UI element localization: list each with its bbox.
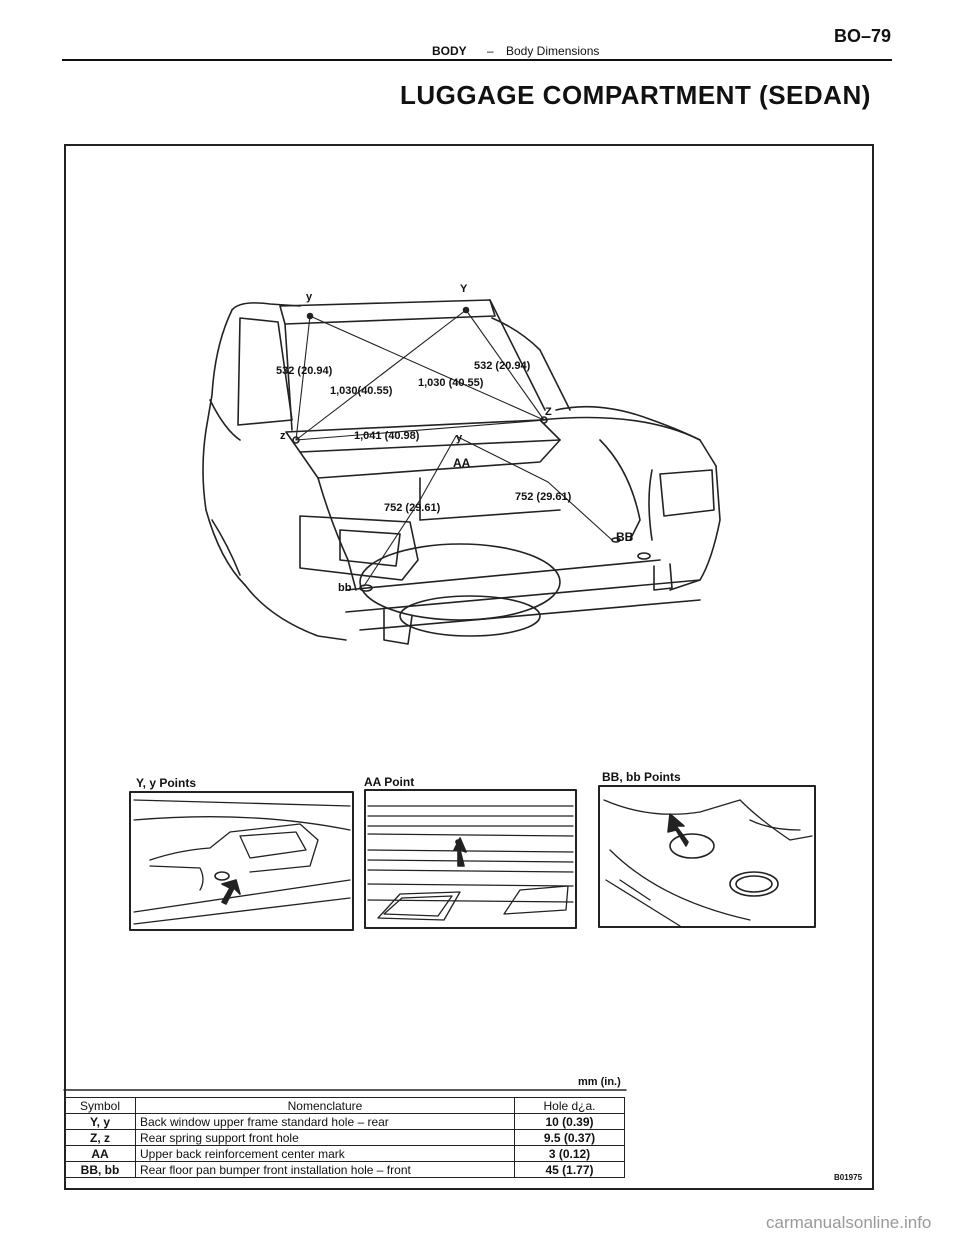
point-label-aa-y: y bbox=[456, 432, 463, 444]
dimension-532-left: 532 (20.94) bbox=[276, 365, 333, 377]
cell-nomenclature: Rear spring support front hole bbox=[135, 1129, 515, 1146]
point-label-BB: BB bbox=[616, 530, 634, 544]
point-label-Y: Y bbox=[460, 283, 468, 295]
figure-ref-code: B01975 bbox=[834, 1173, 863, 1182]
inset-title-bb: BB, bb Points bbox=[602, 770, 681, 784]
table-row: AA Upper back reinforcement center mark … bbox=[64, 1145, 625, 1162]
inset-title-yy: Y, y Points bbox=[136, 776, 197, 790]
dimension-1041: 1,041 (40.98) bbox=[354, 430, 420, 442]
page-title: LUGGAGE COMPARTMENT (SEDAN) bbox=[400, 80, 871, 110]
point-label-Z: Z bbox=[545, 406, 552, 418]
point-label-AA: AA bbox=[453, 456, 471, 470]
watermark-link[interactable]: carmanualsonline.info bbox=[766, 1213, 932, 1232]
inset-title-aa: AA Point bbox=[364, 775, 415, 789]
dimension-752-right: 752 (29.61) bbox=[515, 491, 572, 503]
point-label-y: y bbox=[306, 291, 313, 303]
point-label-bb: bb bbox=[338, 582, 352, 594]
table-row: Z, z Rear spring support front hole 9.5 … bbox=[64, 1129, 625, 1146]
cell-hole: 45 (1.77) bbox=[514, 1161, 625, 1178]
cell-nomenclature: Upper back reinforcement center mark bbox=[135, 1145, 515, 1162]
table-row: BB, bb Rear floor pan bumper front insta… bbox=[64, 1161, 625, 1178]
figure-frame bbox=[64, 144, 874, 1190]
cell-hole: 9.5 (0.37) bbox=[514, 1129, 625, 1146]
header-dash: – bbox=[487, 44, 494, 58]
page-number: BO–79 bbox=[834, 26, 892, 46]
point-label-z: z bbox=[280, 430, 286, 442]
header-topic: Body Dimensions bbox=[506, 44, 600, 58]
units-note: mm (in.) bbox=[578, 1076, 621, 1088]
cell-symbol: AA bbox=[64, 1145, 136, 1162]
cell-symbol: BB, bb bbox=[64, 1161, 136, 1178]
hole-spec-table: Symbol Nomenclature Hole d¿a. Y, y Back … bbox=[64, 1097, 625, 1178]
cell-nomenclature: Back window upper frame standard hole – … bbox=[135, 1113, 515, 1130]
table-row: Y, y Back window upper frame standard ho… bbox=[64, 1113, 625, 1130]
dimension-1030-left: 1,030(40.55) bbox=[330, 385, 393, 397]
cell-nomenclature: Rear floor pan bumper front installation… bbox=[135, 1161, 515, 1178]
cell-hole: 3 (0.12) bbox=[514, 1145, 625, 1162]
dimension-1030-right: 1,030 (40.55) bbox=[418, 377, 484, 389]
header-rule bbox=[62, 59, 892, 61]
header-symbol: Symbol bbox=[64, 1097, 136, 1114]
dimension-532-right: 532 (20.94) bbox=[474, 360, 531, 372]
table-header-row: Symbol Nomenclature Hole d¿a. bbox=[64, 1097, 625, 1114]
cell-hole: 10 (0.39) bbox=[514, 1113, 625, 1130]
dimension-752-left: 752 (29.61) bbox=[384, 502, 441, 514]
cell-symbol: Z, z bbox=[64, 1129, 136, 1146]
header-hole: Hole d¿a. bbox=[514, 1097, 625, 1114]
header-section: BODY bbox=[432, 44, 467, 58]
header-nomenclature: Nomenclature bbox=[135, 1097, 515, 1114]
cell-symbol: Y, y bbox=[64, 1113, 136, 1130]
